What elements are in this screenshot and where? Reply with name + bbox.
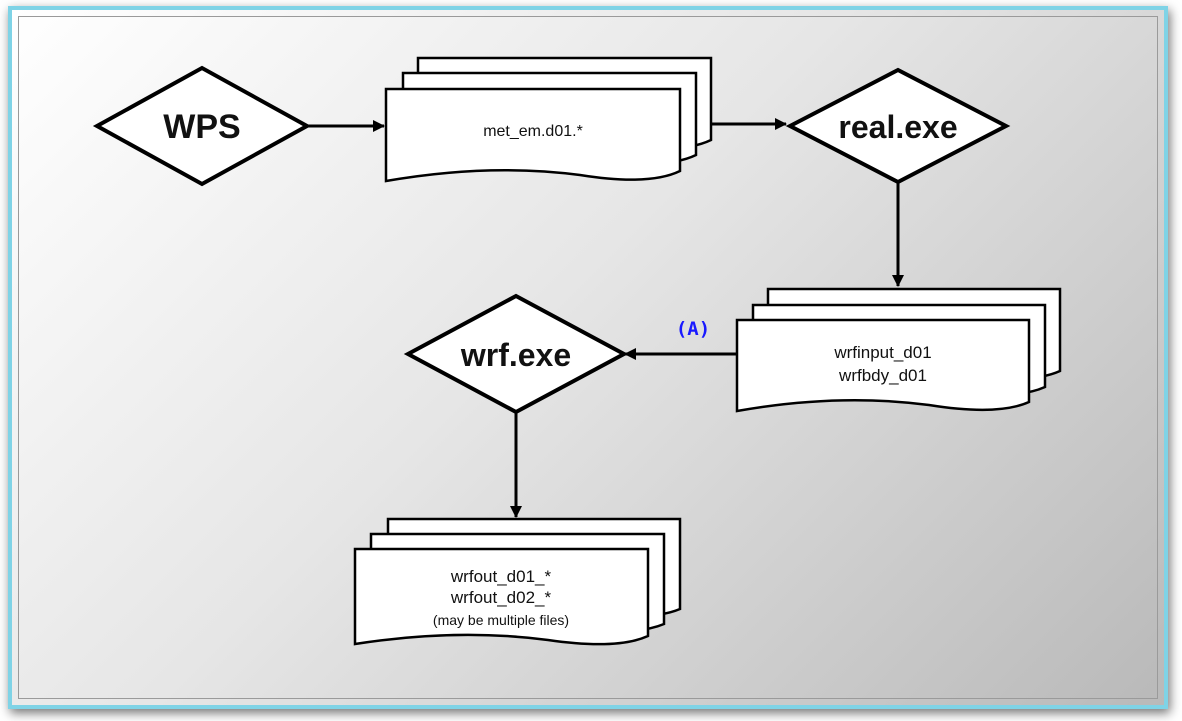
edge-label-a: (A)	[676, 318, 710, 340]
real-exe-label: real.exe	[838, 109, 957, 145]
wrfout-note-label: (may be multiple files)	[433, 612, 569, 628]
wrfout-document-stack: wrfout_d01_* wrfout_d02_* (may be multip…	[353, 517, 682, 646]
real-exe-diamond: real.exe	[785, 67, 1011, 185]
wrfbdy-label: wrfbdy_d01	[838, 366, 927, 385]
met-em-label: met_em.d01.*	[483, 123, 583, 140]
wrfinput-label: wrfinput_d01	[833, 343, 931, 362]
wrfout-d01-label: wrfout_d01_*	[450, 567, 552, 586]
diagram-inner-border	[18, 16, 1158, 699]
wrf-exe-label: wrf.exe	[460, 337, 571, 373]
wps-label: WPS	[163, 108, 240, 146]
wrf-exe-diamond: wrf.exe	[403, 293, 629, 415]
wrfout-d02-label: wrfout_d02_*	[450, 588, 552, 607]
met-em-document-stack: met_em.d01.*	[384, 56, 713, 183]
wrfinput-document-stack: wrfinput_d01 wrfbdy_d01	[735, 287, 1062, 413]
wps-diamond: WPS	[92, 65, 312, 187]
